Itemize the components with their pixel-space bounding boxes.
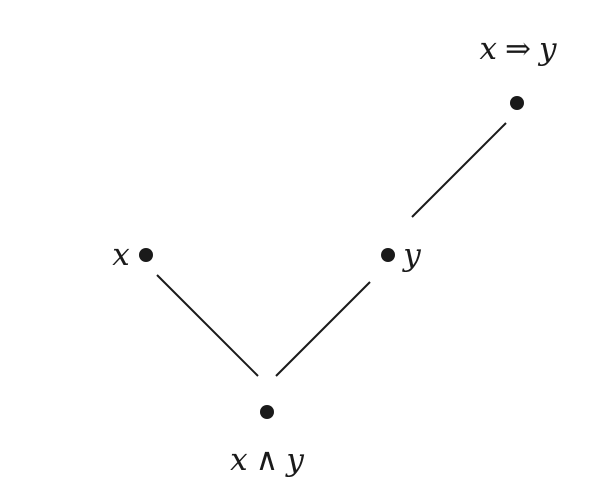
- label-x: x: [112, 237, 130, 273]
- edge-meet-to-x: [156, 274, 259, 377]
- label-implication: x⇒y: [480, 31, 557, 67]
- node-implication: [510, 96, 524, 110]
- edge-meet-to-y: [275, 281, 371, 377]
- node-x: [139, 248, 153, 262]
- edge-y-to-implication: [411, 122, 507, 218]
- node-y: [381, 248, 395, 262]
- label-y: y: [401, 237, 421, 273]
- label-meet: x∧y: [230, 442, 304, 478]
- node-meet: [260, 405, 274, 419]
